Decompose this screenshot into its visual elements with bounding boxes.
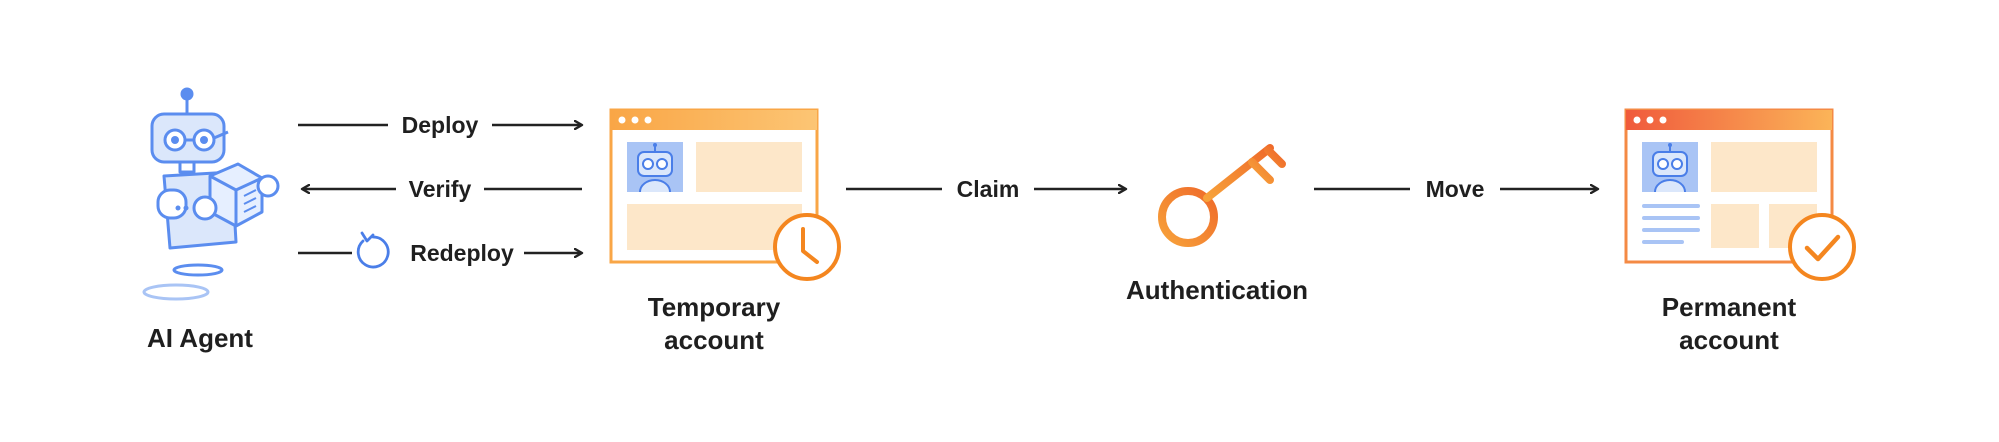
node-label-temporary-line1: Temporary (647, 292, 781, 322)
edge-label-redeploy: Redeploy (410, 240, 514, 266)
node-label-temporary-line2: account (664, 324, 764, 355)
edge-label-claim: Claim (956, 176, 1020, 202)
edge-label-verify: Verify (408, 176, 472, 202)
node-label-permanent-line2: account (1679, 324, 1779, 355)
clock-icon (773, 213, 841, 281)
node-label-temporary: Temporary account (614, 291, 814, 356)
node-label-agent: AI Agent (147, 323, 253, 353)
robot-agent-icon (142, 87, 280, 301)
checkmark-icon (1788, 213, 1856, 281)
node-label-auth: Authentication (1126, 275, 1308, 305)
refresh-icon (356, 231, 390, 269)
node-label-permanent-line1: Permanent (1661, 292, 1797, 322)
key-icon (1158, 144, 1286, 247)
edge-label-deploy: Deploy (401, 112, 479, 138)
node-label-permanent: Permanent account (1629, 291, 1829, 356)
edge-label-move: Move (1425, 176, 1485, 202)
